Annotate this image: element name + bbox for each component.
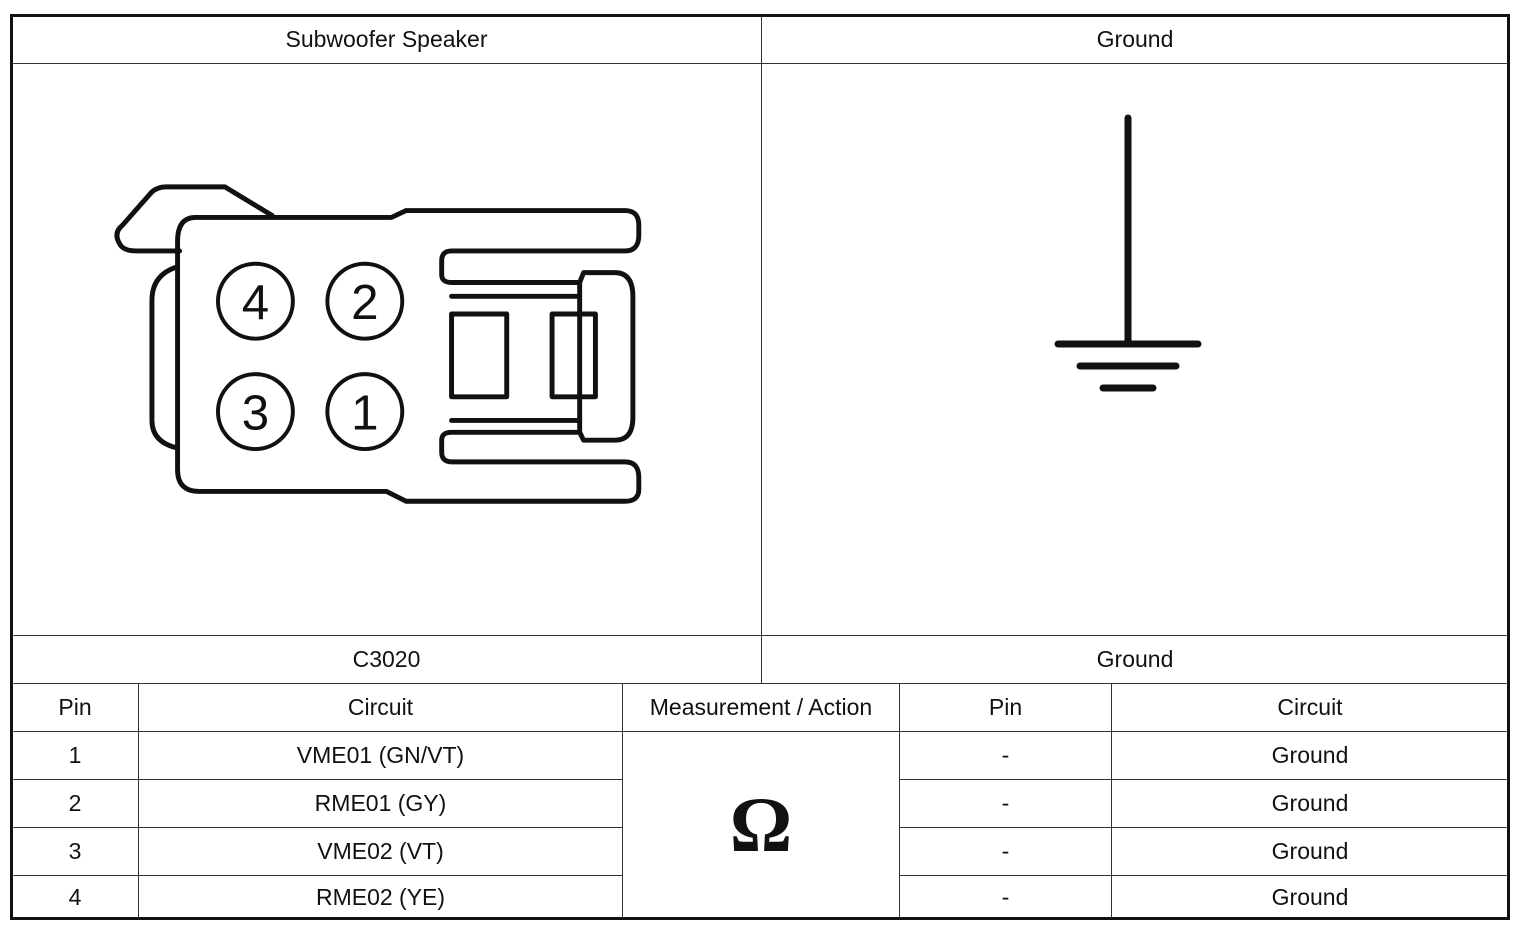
header-circuit-2: Circuit: [1277, 694, 1343, 720]
ground-icon: [1054, 114, 1202, 392]
divider: [761, 16, 762, 684]
divider: [12, 683, 1508, 684]
table-row-circuit-2: Ground: [1271, 838, 1349, 864]
diagram-frame: [10, 14, 1510, 920]
ground-title: Ground: [1096, 26, 1174, 52]
table-row-pin: 1: [68, 742, 82, 768]
ohm-symbol: Ω: [729, 781, 793, 868]
table-row-pin-2: -: [1001, 883, 1010, 910]
header-pin-2: Pin: [988, 694, 1023, 720]
table-row-pin-2: -: [1001, 742, 1010, 768]
table-row-circuit-2: Ground: [1271, 790, 1349, 816]
divider: [12, 875, 622, 876]
pin-1-label: 1: [351, 385, 378, 440]
divider: [1111, 683, 1112, 918]
divider: [899, 875, 1508, 876]
table-row-circuit: VME01 (GN/VT): [296, 742, 465, 768]
ground-label: Ground: [1096, 646, 1174, 672]
header-measurement: Measurement / Action: [649, 694, 873, 720]
pin-4-label: 4: [242, 275, 269, 330]
header-pin: Pin: [58, 694, 92, 720]
table-row-pin: 4: [68, 883, 82, 910]
divider: [138, 683, 139, 918]
divider: [899, 827, 1508, 828]
connector-title: Subwoofer Speaker: [285, 26, 488, 52]
divider: [12, 731, 1508, 732]
divider: [622, 683, 623, 918]
pin-2-label: 2: [351, 275, 378, 330]
divider: [12, 827, 622, 828]
pin-3-label: 3: [242, 385, 269, 440]
divider: [899, 779, 1508, 780]
header-circuit: Circuit: [347, 694, 414, 720]
table-row-pin: 3: [68, 838, 82, 864]
table-row-circuit-2: Ground: [1271, 742, 1349, 768]
connector-icon: 4 2 3 1: [114, 184, 642, 504]
table-row-circuit: RME02 (YE): [315, 883, 446, 910]
divider: [12, 779, 622, 780]
divider: [12, 635, 1508, 636]
divider: [12, 63, 1508, 64]
table-row-pin: 2: [68, 790, 82, 816]
table-row-circuit: RME01 (GY): [314, 790, 447, 816]
table-row-circuit-2: Ground: [1271, 883, 1349, 910]
table-row-pin-2: -: [1001, 838, 1010, 864]
connector-id: C3020: [352, 646, 421, 672]
table-row-circuit: VME02 (VT): [317, 838, 444, 864]
divider: [899, 683, 900, 918]
table-row-pin-2: -: [1001, 790, 1010, 816]
